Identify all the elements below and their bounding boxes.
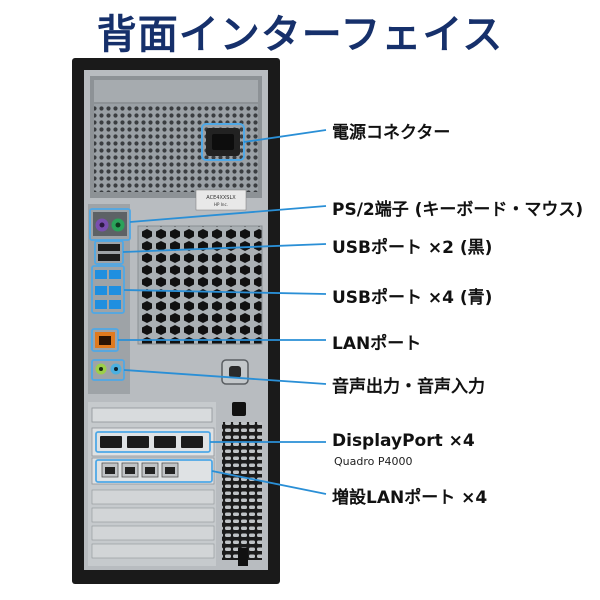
usb-blue-port (95, 270, 107, 279)
callout-audio: 音声出力・音声入力 (332, 377, 485, 397)
usb-blue-port (95, 300, 107, 309)
callout-usb-blue: USBポート ×4 (青) (332, 288, 493, 308)
callout-usb-black: USBポート ×2 (黒) (332, 238, 493, 258)
fan-grille (138, 226, 262, 344)
usb-black-port (98, 244, 120, 251)
callout-displayport: DisplayPort ×4 (332, 431, 475, 451)
callout-power-connector: 電源コネクター (332, 123, 451, 143)
usb-blue-port (109, 270, 121, 279)
usb-black-port (98, 254, 120, 261)
psu-sticker (195, 189, 247, 211)
displayport (181, 436, 203, 448)
callout-gpu-model: Quadro P4000 (334, 455, 413, 468)
side-vent (222, 422, 262, 560)
usb-blue-port (109, 286, 121, 295)
usb-blue-port (95, 286, 107, 295)
callout-extra-lan: 増設LANポート ×4 (332, 488, 488, 508)
callout-lan-port: LANポート (332, 334, 422, 354)
psu-sticker-line2: HP Inc. (214, 202, 228, 207)
displayport (154, 436, 176, 448)
usb-blue-port (109, 300, 121, 309)
callout-lines (118, 129, 327, 495)
callout-ps2-ports: PS/2端子 (キーボード・マウス) (332, 200, 584, 220)
psu-sticker-line1: ACE4XXSLX (206, 195, 236, 201)
displayport (100, 436, 122, 448)
displayport (127, 436, 149, 448)
page-title: 背面インターフェイス (96, 12, 504, 58)
